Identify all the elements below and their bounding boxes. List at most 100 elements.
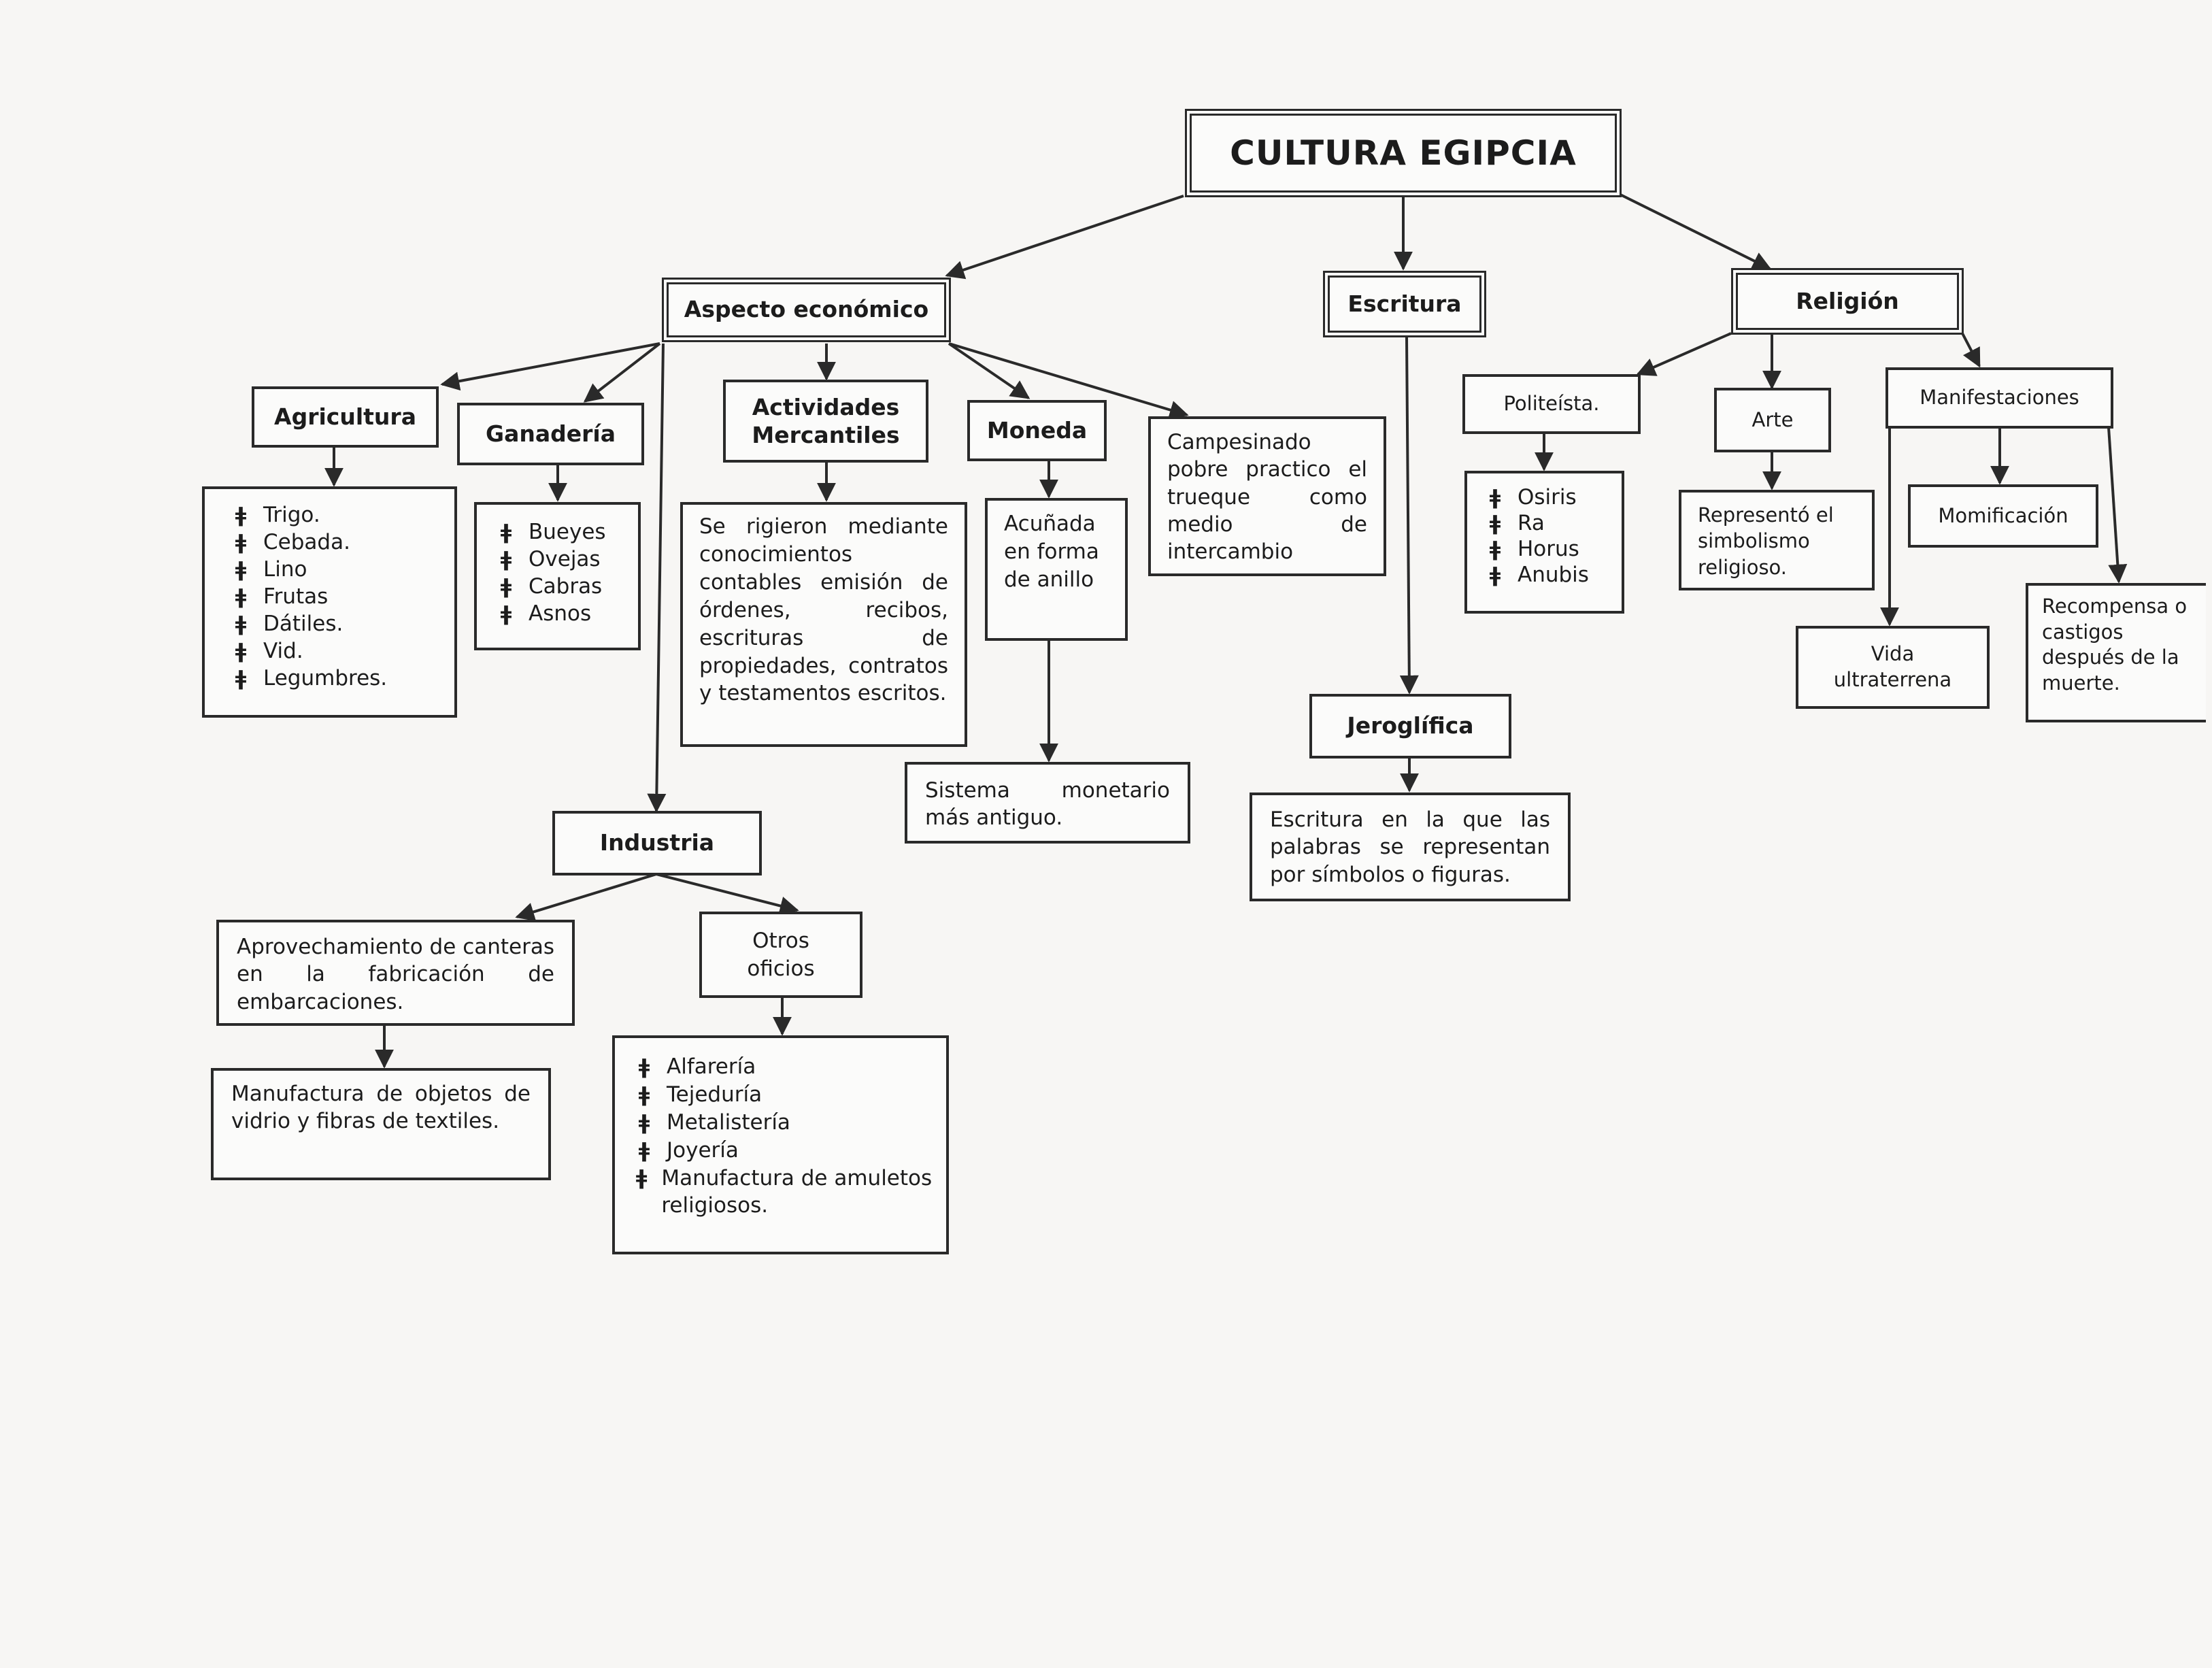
list-item-text: Cabras xyxy=(529,573,603,599)
vida-line1: Vida xyxy=(1871,642,1915,666)
arrow-eco-agricultura xyxy=(440,342,660,391)
node-escritura: Escritura xyxy=(1323,271,1486,337)
otros-oficios-line1: Otros xyxy=(752,929,809,954)
list-item-text: Dátiles. xyxy=(263,611,343,636)
text-recompensa: Recompensa o castigos después de la muer… xyxy=(2026,583,2206,722)
list-item: ǂ Osiris xyxy=(1486,484,1622,510)
list-item-text: Ovejas xyxy=(529,546,601,571)
arrow-eco-ganaderia xyxy=(583,342,661,403)
recompensa-text: Recompensa o castigos después de la muer… xyxy=(2042,595,2188,695)
text-mercantiles: Se rigieron mediante conocimientos conta… xyxy=(680,502,967,747)
node-aspecto-economico: Aspecto económico xyxy=(662,278,951,342)
node-momificacion: Momificación xyxy=(1908,484,2098,548)
bullet-icon: ǂ xyxy=(235,557,247,582)
bullet-icon: ǂ xyxy=(235,584,247,609)
list-item: ǂ Cebada. xyxy=(232,529,454,556)
list-item: ǂ Cabras xyxy=(497,573,638,600)
bullet-icon: ǂ xyxy=(235,530,247,554)
arrow-eco-industria xyxy=(647,343,667,813)
node-moneda-label: Moneda xyxy=(986,416,1088,444)
arrow-root-religion xyxy=(1618,193,1772,270)
bullet-icon: ǂ xyxy=(636,1166,648,1190)
node-religion-label: Religión xyxy=(1796,287,1899,314)
arrow-rel-politeista xyxy=(1636,332,1732,376)
list-item-text: Tejeduría xyxy=(667,1082,763,1107)
node-vida-ultraterrena: Vida ultraterrena xyxy=(1796,626,1990,709)
node-manifestaciones-label: Manifestaciones xyxy=(1920,386,2079,410)
bullet-icon: ǂ xyxy=(638,1083,650,1107)
list-item-text: Bueyes xyxy=(529,519,606,544)
text-canteras: Aprovechamiento de canteras en la fabric… xyxy=(216,920,575,1026)
bullet-icon: ǂ xyxy=(638,1139,650,1163)
list-item: ǂ Dátiles. xyxy=(232,610,454,637)
list-item-text: Cebada. xyxy=(263,529,350,554)
jeroglifica-text: Escritura en la que las palabras se repr… xyxy=(1270,807,1550,887)
list-item-text: Legumbres. xyxy=(263,665,388,690)
arrow-manif-recompensa xyxy=(2107,427,2128,584)
bullet-icon: ǂ xyxy=(235,503,247,527)
node-actividades-mercantiles: Actividades Mercantiles xyxy=(723,380,928,463)
node-otros-oficios: Otros oficios xyxy=(699,912,862,998)
list-item: ǂ Manufactura de amuletos religiosos. xyxy=(635,1165,933,1220)
bullet-icon: ǂ xyxy=(500,601,512,626)
list-item-text: Metalistería xyxy=(667,1110,790,1135)
node-politeista-label: Politeísta. xyxy=(1503,392,1600,416)
node-religion: Religión xyxy=(1731,268,1964,335)
list-item-text: Trigo. xyxy=(263,502,320,527)
node-arte-label: Arte xyxy=(1752,407,1794,431)
node-industria-label: Industria xyxy=(599,829,715,856)
bullet-icon: ǂ xyxy=(1489,563,1501,587)
arte-text: Representó el simbolismo religioso. xyxy=(1698,503,1834,579)
node-jeroglifica: Jeroglífica xyxy=(1309,694,1511,758)
vida-line2: ultraterrena xyxy=(1833,668,1952,691)
node-aspecto-economico-label: Aspecto económico xyxy=(684,296,929,323)
bullet-icon: ǂ xyxy=(235,612,247,636)
list-item-text: Asnos xyxy=(529,601,592,626)
text-manufactura: Manufactura de objetos de vidrio y fibra… xyxy=(211,1068,551,1180)
sistema-monetario-text: Sistema monetario más antiguo. xyxy=(925,778,1170,831)
text-arte: Representó el simbolismo religioso. xyxy=(1679,490,1875,590)
list-item: ǂ Lino xyxy=(232,556,454,583)
bullet-icon: ǂ xyxy=(500,574,512,599)
node-escritura-label: Escritura xyxy=(1347,290,1462,317)
bullet-icon: ǂ xyxy=(638,1111,650,1135)
arrow-rel-manifestaciones xyxy=(1961,333,1981,368)
list-item-text: Vid. xyxy=(263,638,303,663)
list-item-text: Osiris xyxy=(1518,484,1577,510)
bullet-icon: ǂ xyxy=(500,547,512,571)
manufactura-text: Manufactura de objetos de vidrio y fibra… xyxy=(231,1082,531,1134)
arrow-ind-oficios xyxy=(656,873,799,916)
moneda-text: Acuñada en forma de anillo xyxy=(1004,512,1099,592)
list-item: ǂ Ovejas xyxy=(497,546,638,573)
list-item-text: Horus xyxy=(1518,536,1579,561)
bullet-icon: ǂ xyxy=(235,666,247,690)
list-item: ǂ Tejeduría xyxy=(635,1081,933,1109)
list-item-text: Alfarería xyxy=(667,1054,756,1080)
text-moneda: Acuñada en forma de anillo xyxy=(985,498,1128,641)
momificacion-label: Momificación xyxy=(1938,503,2068,527)
list-item-text: Manufactura de amuletos religiosos. xyxy=(661,1166,933,1218)
node-moneda: Moneda xyxy=(967,400,1107,461)
list-item: ǂ Asnos xyxy=(497,600,638,627)
text-campesinado: Campesinado pobre practico el trueque co… xyxy=(1148,416,1386,576)
list-item-text: Lino xyxy=(263,556,307,582)
mercantiles-label-line1: Actividades xyxy=(752,393,900,420)
bullet-icon: ǂ xyxy=(1489,485,1501,510)
node-jeroglifica-label: Jeroglífica xyxy=(1347,712,1474,739)
node-arte: Arte xyxy=(1714,388,1831,452)
campesinado-text: Campesinado pobre practico el trueque co… xyxy=(1167,430,1367,565)
otros-oficios-line2: oficios xyxy=(747,956,815,981)
